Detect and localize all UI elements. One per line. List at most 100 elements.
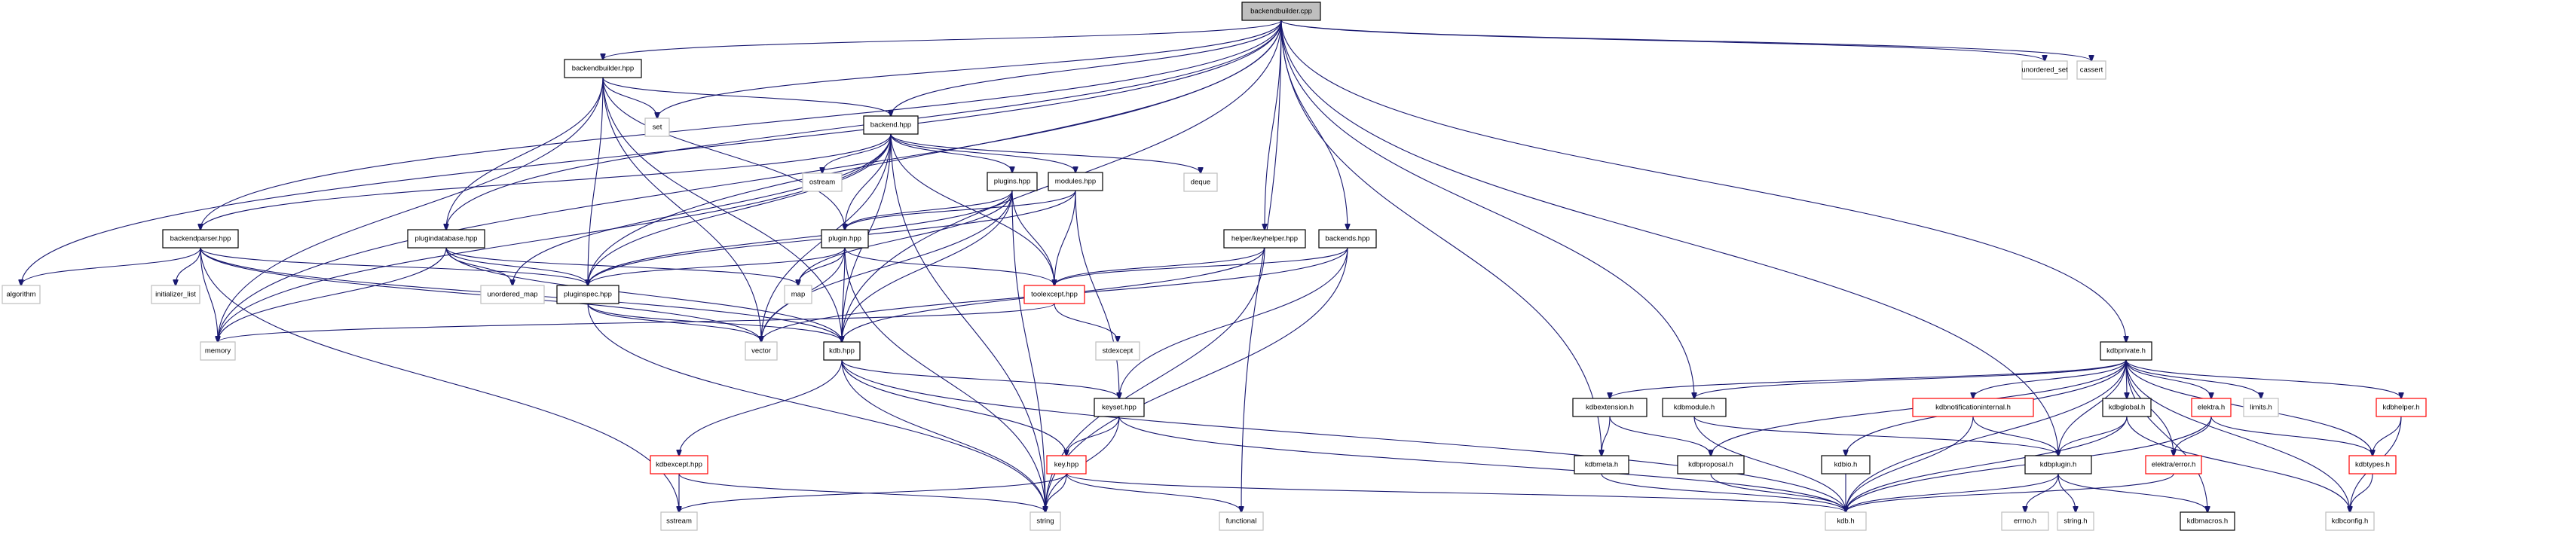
edge-backends-hpp-to-string bbox=[1045, 247, 1348, 512]
edge-backend-hpp-to-deque bbox=[890, 133, 1201, 173]
edge-backendparser-hpp-to-initializer-list bbox=[176, 247, 201, 285]
node-label: modules.hpp bbox=[1055, 178, 1096, 186]
node-label: backendparser.hpp bbox=[170, 235, 231, 243]
node-box bbox=[2191, 398, 2232, 417]
node-box bbox=[660, 511, 698, 531]
edge-key-hpp-to-functional bbox=[1066, 473, 1241, 512]
node-label: unordered_map bbox=[487, 291, 537, 299]
node-box bbox=[1912, 398, 2034, 417]
edge-plugins-hpp-to-kdb-hpp bbox=[842, 190, 1013, 342]
edge-backendbuilder-hpp-to-backend-hpp bbox=[602, 77, 891, 116]
node-label: backends.hpp bbox=[1325, 235, 1369, 243]
node-label: functional bbox=[1226, 517, 1257, 526]
edge-backend-hpp-to-plugin-hpp bbox=[845, 133, 892, 230]
node-box bbox=[200, 341, 236, 361]
node-label: initializer_list bbox=[155, 291, 196, 299]
node-label: plugin.hpp bbox=[828, 235, 861, 243]
node-backendbuilder-hpp[interactable]: backendbuilder.hpp bbox=[564, 59, 642, 78]
node-box bbox=[2024, 455, 2092, 474]
node-backendparser-hpp[interactable]: backendparser.hpp bbox=[162, 229, 239, 249]
edge-backendbuilder-cpp-to-kdbplugin-h bbox=[1280, 20, 2058, 456]
node-backend-hpp[interactable]: backend.hpp bbox=[863, 115, 919, 135]
edge-kdbglobal-h-to-kdb-h bbox=[1846, 416, 2128, 512]
node-label: cassert bbox=[2080, 66, 2103, 75]
node-elektra-error-h[interactable]: elektra/error.h bbox=[2145, 455, 2202, 474]
node-label: kdbio.h bbox=[1834, 461, 1858, 469]
node-plugindatabase-hpp[interactable]: plugindatabase.hpp bbox=[407, 229, 485, 249]
node-backends-hpp[interactable]: backends.hpp bbox=[1318, 229, 1377, 249]
node-kdbglobal-h[interactable]: kdbglobal.h bbox=[2102, 398, 2152, 417]
node-label: sstream bbox=[666, 517, 692, 526]
node-key-hpp[interactable]: key.hpp bbox=[1046, 455, 1087, 474]
node-errno-h: errno.h bbox=[2001, 511, 2049, 531]
node-kdb-hpp[interactable]: kdb.hpp bbox=[823, 341, 861, 361]
node-kdbexcept-hpp[interactable]: kdbexcept.hpp bbox=[650, 455, 708, 474]
edge-backendbuilder-hpp-to-plugin-hpp bbox=[602, 77, 845, 230]
node-kdb-h: kdb.h bbox=[1825, 511, 1867, 531]
edge-kdbmodule-h-to-kdb-h bbox=[1693, 416, 1846, 512]
edge-backends-hpp-to-keyset-hpp bbox=[1119, 247, 1348, 398]
edge-plugin-hpp-to-map bbox=[798, 247, 846, 285]
node-kdbhelper-h[interactable]: kdbhelper.h bbox=[2376, 398, 2427, 417]
node-kdbprivate-h[interactable]: kdbprivate.h bbox=[2100, 341, 2152, 361]
node-label: kdbextension.h bbox=[1586, 404, 1634, 412]
node-box bbox=[802, 172, 843, 192]
node-label: algorithm bbox=[6, 291, 35, 299]
node-initializer-list: initializer_list bbox=[151, 285, 200, 304]
node-box bbox=[407, 229, 485, 249]
node-unordered-map: unordered_map bbox=[480, 285, 545, 304]
node-backendbuilder-cpp[interactable]: backendbuilder.cpp bbox=[1241, 2, 1321, 21]
node-kdbnotificationinternal-h[interactable]: kdbnotificationinternal.h bbox=[1912, 398, 2034, 417]
node-kdbtypes-h[interactable]: kdbtypes.h bbox=[2348, 455, 2397, 474]
node-helper-keyhelper-hpp[interactable]: helper/keyhelper.hpp bbox=[1223, 229, 1306, 249]
node-box bbox=[2145, 455, 2202, 474]
node-box bbox=[2100, 341, 2152, 361]
node-box bbox=[1318, 229, 1377, 249]
node-keyset-hpp[interactable]: keyset.hpp bbox=[1094, 398, 1145, 417]
node-label: backendbuilder.hpp bbox=[572, 65, 634, 73]
edge-backendbuilder-cpp-to-memory bbox=[218, 20, 1282, 342]
edge-kdbnotificationinternal-h-to-kdb-h bbox=[1846, 416, 1974, 512]
node-pluginspec-hpp[interactable]: pluginspec.hpp bbox=[556, 285, 620, 304]
edge-elektra-h-to-elektra-error-h bbox=[2174, 416, 2212, 456]
node-kdbmacros-h[interactable]: kdbmacros.h bbox=[2180, 511, 2235, 531]
edge-backend-hpp-to-unordered-map bbox=[512, 133, 892, 285]
node-deque: deque bbox=[1183, 172, 1218, 192]
edge-plugin-hpp-to-toolexcept-hpp bbox=[844, 247, 1054, 285]
node-kdbmeta-h[interactable]: kdbmeta.h bbox=[1574, 455, 1629, 474]
edge-kdb-hpp-to-keyset-hpp bbox=[841, 359, 1119, 398]
node-box bbox=[1046, 455, 1087, 474]
edge-backendbuilder-cpp-to-set bbox=[657, 20, 1282, 118]
edge-kdbprivate-h-to-kdb-h bbox=[1846, 359, 2127, 512]
edge-toolexcept-hpp-to-memory bbox=[218, 303, 1055, 342]
edge-helper-keyhelper-hpp-to-toolexcept-hpp bbox=[1054, 247, 1265, 285]
node-box bbox=[2376, 398, 2427, 417]
node-kdbio-h[interactable]: kdbio.h bbox=[1821, 455, 1871, 474]
edge-backendbuilder-hpp-to-memory bbox=[218, 77, 604, 342]
node-plugin-hpp[interactable]: plugin.hpp bbox=[821, 229, 869, 249]
node-kdbmodule-h[interactable]: kdbmodule.h bbox=[1662, 398, 1727, 417]
edge-kdbtypes-h-to-kdbconfig-h bbox=[2350, 473, 2373, 512]
node-kdbplugin-h[interactable]: kdbplugin.h bbox=[2024, 455, 2092, 474]
node-label: errno.h bbox=[2014, 517, 2036, 526]
edge-backend-hpp-to-ostream bbox=[822, 133, 892, 173]
edge-kdbprivate-h-to-kdbconfig-h bbox=[2125, 359, 2350, 512]
edge-plugins-hpp-to-vector bbox=[761, 190, 1013, 342]
node-box bbox=[745, 341, 778, 361]
edge-kdbproposal-h-to-kdb-h bbox=[1710, 473, 1846, 512]
node-plugins-hpp[interactable]: plugins.hpp bbox=[987, 172, 1038, 191]
edge-key-hpp-to-kdb-h bbox=[1066, 473, 1846, 512]
node-box bbox=[556, 285, 620, 304]
edge-backend-hpp-to-string bbox=[890, 133, 1045, 512]
node-modules-hpp[interactable]: modules.hpp bbox=[1048, 172, 1103, 191]
node-elektra-h[interactable]: elektra.h bbox=[2191, 398, 2232, 417]
node-kdbproposal-h[interactable]: kdbproposal.h bbox=[1677, 455, 1745, 474]
node-label: helper/keyhelper.hpp bbox=[1231, 235, 1298, 243]
edge-backend-hpp-to-toolexcept-hpp bbox=[890, 133, 1054, 285]
node-algorithm: algorithm bbox=[2, 285, 41, 304]
edge-kdbprivate-h-to-kdbmacros-h bbox=[2125, 359, 2207, 512]
node-toolexcept-hpp[interactable]: toolexcept.hpp bbox=[1023, 285, 1085, 304]
node-kdbextension-h[interactable]: kdbextension.h bbox=[1572, 398, 1647, 417]
edge-modules-hpp-to-plugin-hpp bbox=[845, 190, 1076, 230]
edge-kdbprivate-h-to-kdbhelper-h bbox=[2125, 359, 2401, 398]
